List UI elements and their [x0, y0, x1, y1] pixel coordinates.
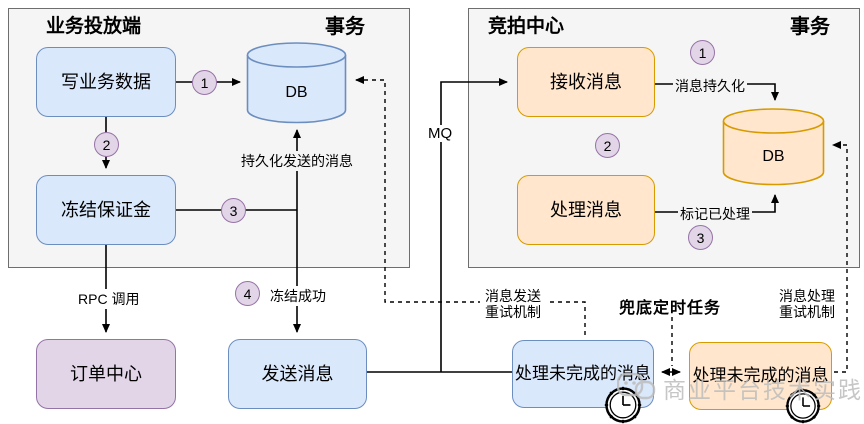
panel-right-transaction-tag: 事务 [790, 16, 830, 38]
clock-icon [785, 388, 821, 424]
db-left-label: DB [285, 84, 308, 101]
label-retry-send-mechanism: 消息发送 重试机制 [480, 288, 546, 320]
watermark-text: 商业平台技术实践 [663, 377, 863, 403]
step-badge-left-1: 1 [192, 70, 217, 95]
label-retry-send-line2: 重试机制 [485, 304, 541, 320]
node-send-message: 发送消息 [228, 339, 367, 409]
label-retry-process-line2: 重试机制 [779, 304, 835, 320]
label-retry-process-mechanism: 消息处理 重试机制 [774, 288, 840, 320]
db-cylinder-left-icon [246, 42, 347, 124]
step-badge-left-3: 3 [221, 198, 246, 223]
node-order-center: 订单中心 [36, 339, 176, 409]
panel-left-title: 业务投放端 [46, 16, 142, 37]
label-rpc-call: RPC 调用 [76, 289, 142, 309]
label-freeze-success: 冻结成功 [268, 286, 328, 306]
node-freeze-deposit: 冻结保证金 [36, 175, 176, 245]
wechat-icon [617, 373, 656, 400]
label-fallback-scheduled-task: 兜底定时任务 [619, 300, 722, 317]
label-mark-processed: 标记已处理 [678, 204, 752, 224]
db-cylinder-right-icon [722, 108, 825, 186]
step-badge-left-4: 4 [235, 281, 260, 306]
step-badge-left-2: 2 [94, 132, 119, 157]
label-mq: MQ [426, 125, 455, 142]
label-retry-send-line1: 消息发送 [485, 288, 541, 304]
panel-right-title: 竞拍中心 [488, 16, 565, 37]
node-process-message: 处理消息 [517, 175, 655, 245]
label-persist-sent-message: 持久化发送的消息 [239, 151, 355, 171]
node-write-business-data: 写业务数据 [36, 47, 176, 117]
watermark: 商业平台技术实践 [617, 371, 863, 405]
step-badge-right-3: 3 [688, 225, 713, 250]
label-retry-process-line1: 消息处理 [779, 288, 835, 304]
label-message-persist: 消息持久化 [673, 76, 747, 96]
db-right-label: DB [762, 148, 785, 165]
panel-left-transaction-tag: 事务 [325, 16, 365, 38]
step-badge-right-1: 1 [690, 40, 715, 65]
node-receive-message: 接收消息 [517, 47, 655, 117]
step-badge-right-2: 2 [595, 133, 620, 158]
